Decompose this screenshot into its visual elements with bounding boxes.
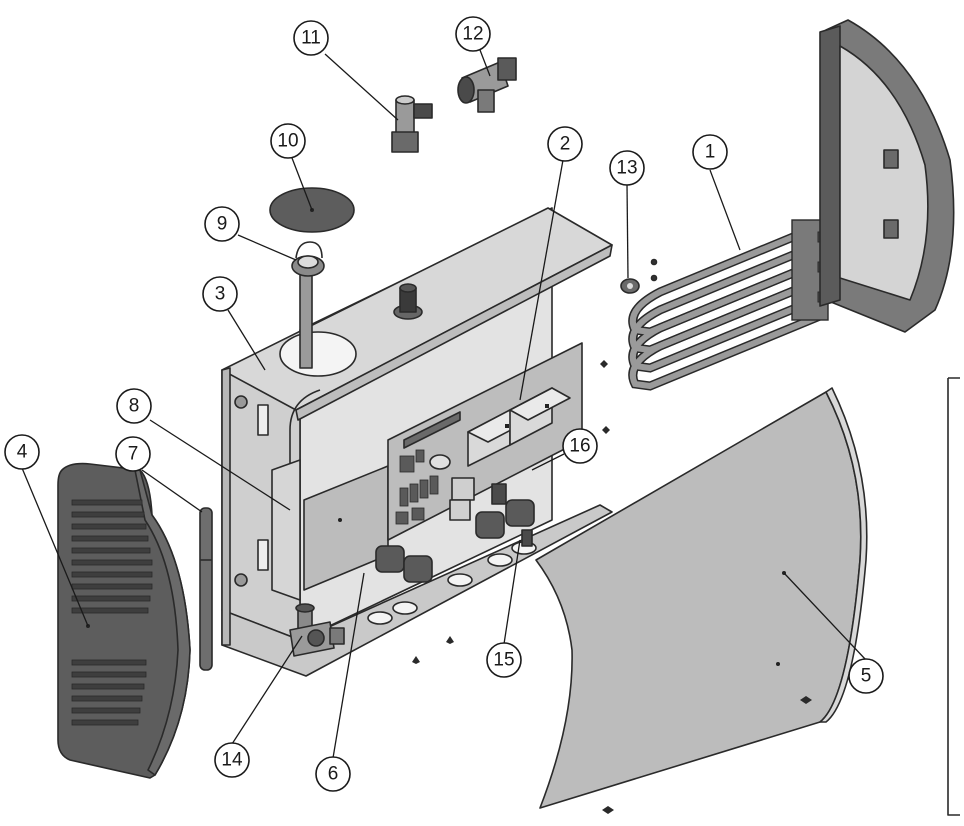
callout-8-label: 8 <box>129 396 140 417</box>
angle-valve-part-11 <box>391 95 433 153</box>
callout-13-label: 13 <box>616 158 637 179</box>
callout-1-label: 1 <box>705 142 716 163</box>
screws <box>412 360 812 814</box>
callout-6: 6 <box>315 756 351 792</box>
control-board-part-6 <box>303 342 583 591</box>
callout-8: 8 <box>116 388 152 424</box>
callout-2: 2 <box>547 126 583 162</box>
rod-part-7 <box>199 507 213 671</box>
callout-5: 5 <box>848 658 884 694</box>
callout-15: 15 <box>486 642 522 678</box>
callout-12-label: 12 <box>462 24 483 45</box>
callout-13: 13 <box>609 150 645 186</box>
side-frame-bracket <box>947 377 960 816</box>
callout-16: 16 <box>562 428 598 464</box>
callout-14-label: 14 <box>221 750 243 771</box>
left-cover-part-4 <box>57 462 191 779</box>
callout-11: 11 <box>293 20 329 56</box>
callout-4: 4 <box>4 434 40 470</box>
callout-9-label: 9 <box>217 214 228 235</box>
heating-element-part-1 <box>628 219 833 391</box>
front-panel-part-5 <box>535 387 868 809</box>
callout-7: 7 <box>115 436 151 472</box>
callout-2-label: 2 <box>560 134 571 155</box>
side-panel-part-8 <box>271 459 301 601</box>
callout-16-label: 16 <box>569 436 590 457</box>
callout-10-label: 10 <box>277 131 298 152</box>
callout-6-label: 6 <box>328 764 339 785</box>
probe-part-9 <box>291 241 325 369</box>
callout-4-label: 4 <box>17 442 28 463</box>
callout-3: 3 <box>202 276 238 312</box>
end-cover-flange <box>819 19 955 333</box>
valve-part-14 <box>289 603 345 657</box>
callout-1: 1 <box>692 134 728 170</box>
leader-lines <box>21 49 867 759</box>
callout-7-label: 7 <box>128 444 139 465</box>
tee-fitting-part-12 <box>457 57 517 113</box>
callout-11-label: 11 <box>301 28 321 49</box>
callout-14: 14 <box>214 742 250 778</box>
callout-3-label: 3 <box>215 284 226 305</box>
callout-10: 10 <box>270 123 306 159</box>
callout-9: 9 <box>204 206 240 242</box>
callout-5-label: 5 <box>861 666 872 687</box>
thermostat-part-13 <box>620 258 658 294</box>
callout-15-label: 15 <box>493 650 514 671</box>
callout-12: 12 <box>455 16 491 52</box>
